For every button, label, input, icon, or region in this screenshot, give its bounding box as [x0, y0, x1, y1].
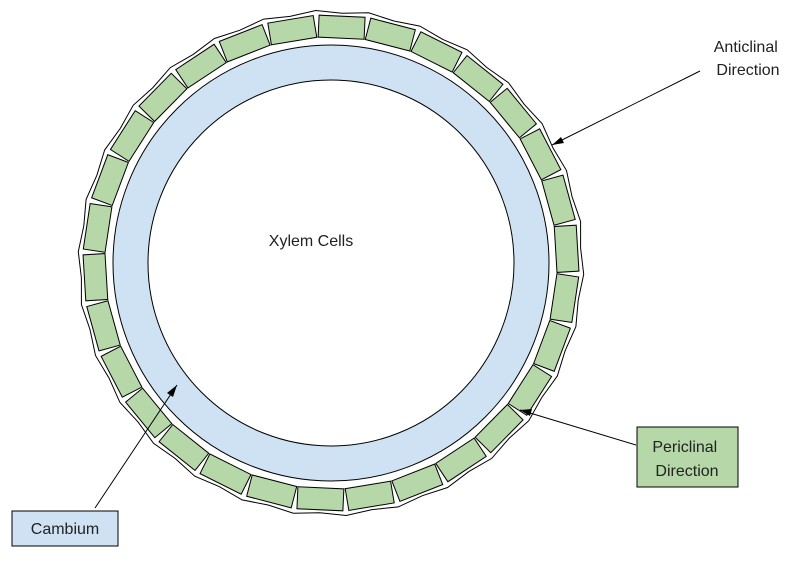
cell	[344, 480, 395, 511]
outer-boundary-line	[77, 9, 585, 517]
cell	[452, 54, 504, 103]
cell	[124, 387, 173, 439]
cell	[109, 110, 155, 162]
xylem-region	[147, 79, 515, 447]
cell	[82, 202, 113, 253]
cell	[86, 300, 121, 352]
cell	[199, 453, 252, 495]
cell	[532, 319, 572, 372]
cell	[158, 423, 210, 472]
cell	[549, 273, 580, 324]
cell	[90, 154, 130, 207]
cell	[82, 253, 109, 302]
cell	[391, 463, 444, 502]
cell	[553, 224, 580, 273]
cell	[296, 486, 345, 512]
cell	[364, 17, 416, 52]
cell	[541, 174, 576, 226]
cell	[489, 87, 538, 139]
cambium-box: Cambium	[11, 510, 119, 547]
periclinal-arrow	[519, 409, 637, 446]
xylem-cells-label: Xylem Cells	[269, 233, 353, 250]
periclinal-cell-ring	[82, 14, 580, 512]
periclinal-label-line2: Direction	[655, 463, 718, 480]
cambium-label: Cambium	[31, 521, 99, 538]
cell	[246, 474, 298, 509]
anticlinal-label: Anticlinal Direction	[714, 39, 782, 79]
rings	[112, 44, 550, 482]
cell	[100, 345, 143, 398]
cell	[317, 14, 366, 40]
periclinal-label-line1: Periclinal	[652, 439, 717, 456]
cell	[507, 364, 553, 416]
periclinal-box: Periclinal Direction	[636, 426, 739, 488]
anticlinal-label-line1: Anticlinal	[714, 39, 778, 56]
periclinal-label: Periclinal Direction	[652, 439, 721, 480]
cell	[267, 15, 318, 46]
cell	[519, 128, 562, 181]
cell	[138, 72, 188, 123]
anticlinal-arrow	[551, 70, 701, 146]
cell	[474, 403, 524, 454]
cambium-arrow	[94, 384, 178, 509]
cell	[175, 43, 227, 89]
cell	[435, 437, 487, 483]
cell	[410, 31, 463, 73]
anticlinal-label-line2: Direction	[716, 62, 779, 79]
cell	[218, 24, 271, 63]
